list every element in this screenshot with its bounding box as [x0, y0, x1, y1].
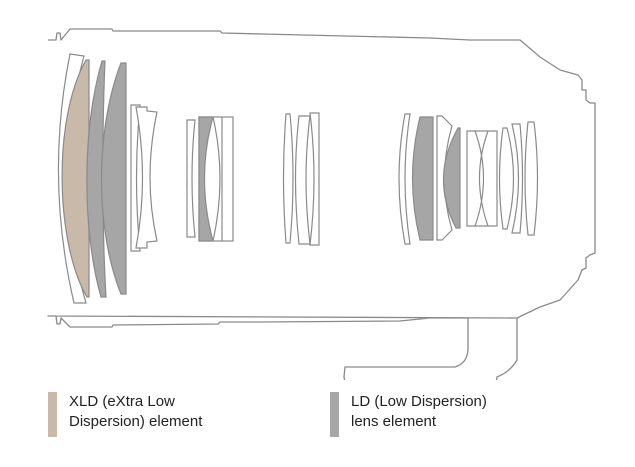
ld-label: LD (Low Dispersion) lens element [351, 392, 487, 437]
lens-construction-diagram [47, 28, 596, 380]
xld-label: XLD (eXtra Low Dispersion) element [69, 392, 202, 437]
xld-label-line1: XLD (eXtra Low [69, 393, 175, 410]
lens-element [294, 115, 311, 245]
ld-lens-element-2 [100, 62, 127, 295]
lens-element [282, 113, 294, 244]
ld-label-line1: LD (Low Dispersion) [351, 393, 487, 410]
xld-label-line2: Dispersion) element [69, 413, 203, 430]
ld-swatch [330, 392, 339, 437]
ld-label-line2: lens element [351, 413, 437, 430]
lens-element [135, 106, 158, 249]
lens-element [524, 121, 539, 236]
lens-element [398, 113, 411, 245]
lens-element [511, 123, 524, 234]
ld-lens-element-5 [442, 127, 461, 229]
legend-xld: XLD (eXtra Low Dispersion) element [48, 392, 202, 437]
lens-barrel-outline [47, 28, 596, 380]
lens-doublet [466, 130, 498, 227]
ld-lens-element-1 [86, 60, 107, 298]
lens-element [498, 127, 515, 230]
legend-ld: LD (Low Dispersion) lens element [330, 392, 487, 437]
xld-swatch [48, 392, 57, 437]
ld-lens-element-4 [411, 116, 434, 241]
lens-element [186, 119, 196, 238]
lens-element [212, 116, 223, 242]
xld-lens-element [61, 59, 90, 298]
lens-element [309, 112, 320, 246]
